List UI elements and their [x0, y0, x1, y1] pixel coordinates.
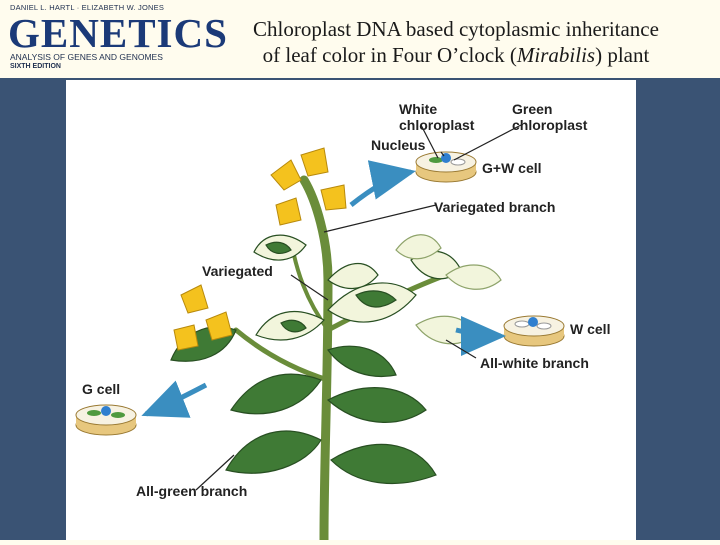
title-line-2-post: ) plant: [595, 43, 650, 67]
logo-edition: SIXTH EDITION: [10, 63, 61, 70]
gw-cell-diagram: [415, 151, 477, 183]
label-gw-cell: G+W cell: [482, 160, 542, 176]
label-all-green-branch: All-green branch: [136, 483, 247, 499]
slide-header: DANIEL L. HARTL · ELIZABETH W. JONES GEN…: [0, 0, 720, 78]
figure-panel: White chloroplast Green chloroplast Nucl…: [66, 80, 636, 545]
slide-title: Chloroplast DNA based cytoplasmic inheri…: [196, 16, 716, 68]
label-w-cell: W cell: [570, 321, 610, 337]
logo-authors: DANIEL L. HARTL · ELIZABETH W. JONES: [10, 3, 165, 12]
label-g-cell: G cell: [82, 381, 120, 397]
label-green-chloroplast-2: chloroplast: [512, 117, 588, 133]
genetics-book-logo: DANIEL L. HARTL · ELIZABETH W. JONES GEN…: [6, 3, 227, 71]
label-variegated: Variegated: [202, 263, 273, 279]
title-line-1: Chloroplast DNA based cytoplasmic inheri…: [253, 17, 659, 41]
logo-subtitle: ANALYSIS OF GENES AND GENOMES: [10, 52, 163, 62]
label-all-white-branch: All-white branch: [480, 355, 589, 371]
label-green-chloroplast-1: Green: [512, 101, 552, 117]
label-nucleus: Nucleus: [371, 137, 426, 153]
flowers: [173, 147, 347, 351]
title-italic-genus: Mirabilis: [516, 43, 596, 67]
w-cell-diagram: [503, 315, 565, 347]
variegated-leaves: [253, 234, 462, 341]
cell-arrows: [141, 160, 506, 418]
g-cell-diagram: [75, 404, 137, 436]
label-white-chloroplast-1: White: [399, 101, 437, 117]
plant-diagram: White chloroplast Green chloroplast Nucl…: [75, 101, 610, 545]
label-white-chloroplast-2: chloroplast: [399, 117, 475, 133]
label-variegated-branch: Variegated branch: [434, 199, 555, 215]
title-line-2-pre: of leaf color in Four O’clock (: [262, 43, 517, 67]
label-pointer-lines: [195, 124, 522, 491]
title-line-2: of leaf color in Four O’clock (Mirabilis…: [196, 42, 716, 68]
logo-brand: GENETICS: [8, 10, 228, 56]
green-leaves: [170, 326, 437, 485]
